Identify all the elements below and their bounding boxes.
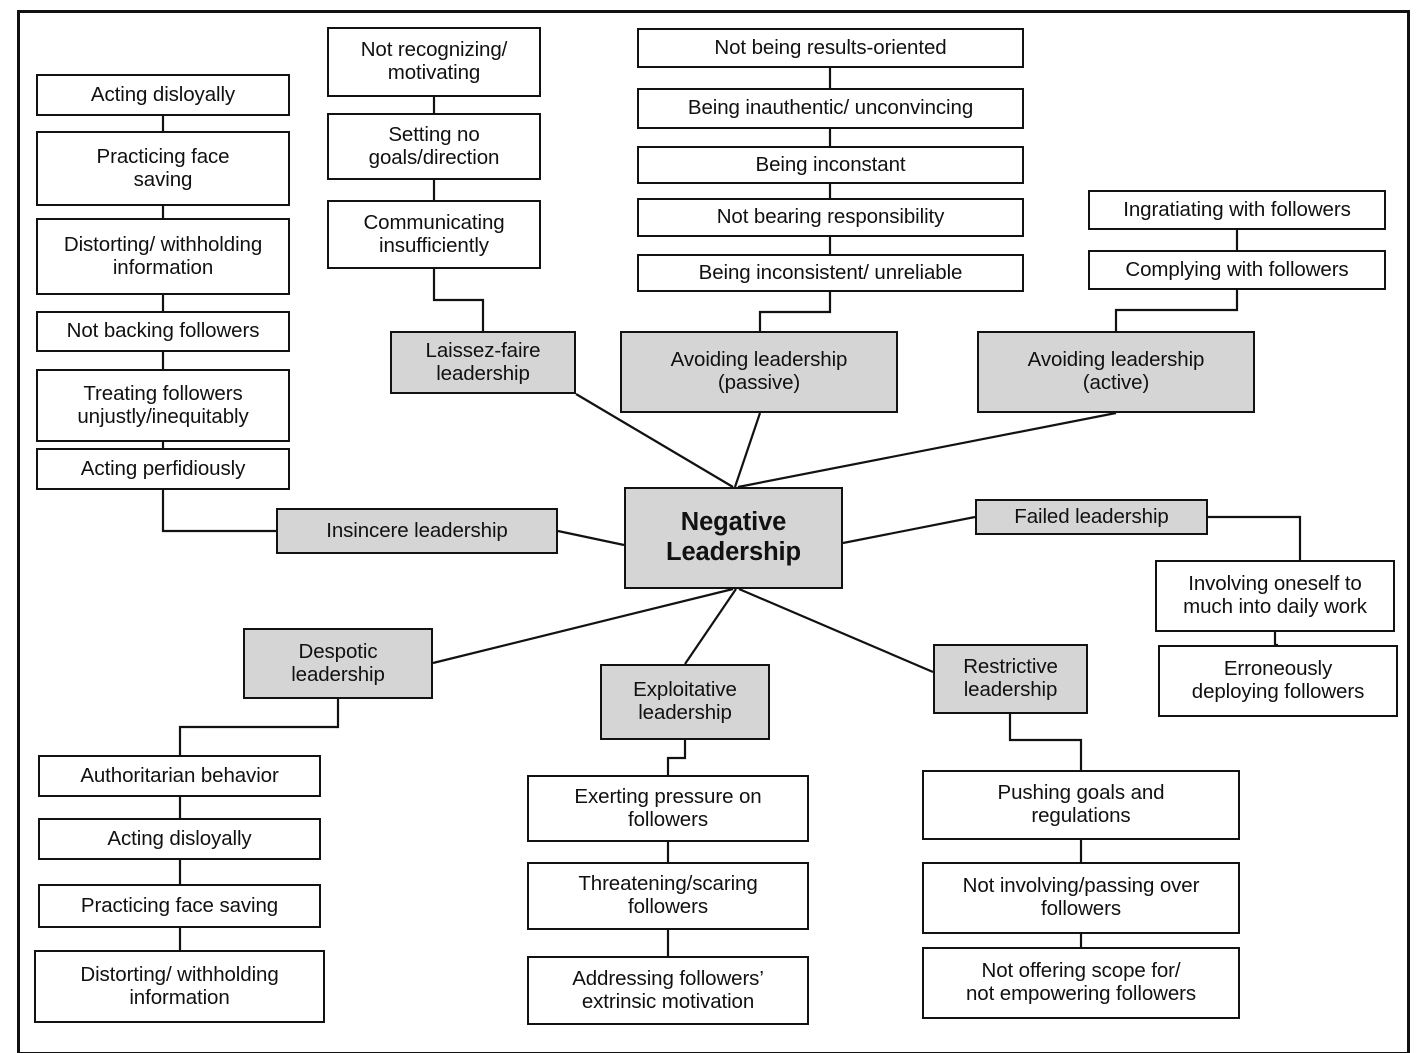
behavior-node[interactable]: Complying with followers — [1088, 250, 1386, 290]
node-label: Being inconsistent/ unreliable — [698, 260, 963, 284]
node-label: Communicating insufficiently — [363, 210, 505, 257]
node-label: Not offering scope for/ not empowering f… — [965, 959, 1197, 1005]
node-label: Distorting/ withholding information — [80, 962, 279, 1009]
category-label: Exploitative leadership — [633, 678, 737, 724]
category-label: Despotic leadership — [291, 639, 385, 686]
node-label: Acting disloyally — [90, 82, 236, 106]
behavior-node[interactable]: Treating followers unjustly/inequitably — [36, 369, 290, 442]
category-label: Avoiding leadership (passive) — [670, 348, 848, 394]
behavior-node[interactable]: Authoritarian behavior — [38, 755, 321, 797]
behavior-node[interactable]: Acting perfidiously — [36, 448, 290, 490]
behavior-node[interactable]: Threatening/scaring followers — [527, 862, 809, 930]
behavior-node[interactable]: Not being results-oriented — [637, 28, 1024, 68]
behavior-node[interactable]: Not backing followers — [36, 311, 290, 352]
behavior-node[interactable]: Being inauthentic/ unconvincing — [637, 88, 1024, 129]
node-label: Setting no goals/direction — [368, 122, 500, 169]
behavior-node[interactable]: Distorting/ withholding information — [36, 218, 290, 295]
behavior-node[interactable]: Setting no goals/direction — [327, 113, 541, 180]
behavior-node[interactable]: Ingratiating with followers — [1088, 190, 1386, 230]
behavior-node[interactable]: Acting disloyally — [36, 74, 290, 116]
behavior-node[interactable]: Not recognizing/ motivating — [327, 27, 541, 97]
category-label: Failed leadership — [1014, 504, 1169, 528]
node-label: Authoritarian behavior — [80, 763, 279, 787]
node-label: Distorting/ withholding information — [63, 232, 263, 279]
category-node-exploitative[interactable]: Exploitative leadership — [600, 664, 770, 740]
behavior-node[interactable]: Not involving/passing over followers — [922, 862, 1240, 934]
behavior-node[interactable]: Pushing goals and regulations — [922, 770, 1240, 840]
behavior-node[interactable]: Exerting pressure on followers — [527, 775, 809, 842]
category-label: Avoiding leadership (active) — [1027, 348, 1205, 394]
node-label: Addressing followers’ extrinsic motivati… — [572, 966, 764, 1013]
node-label: Acting perfidiously — [80, 456, 246, 480]
node-label: Ingratiating with followers — [1123, 197, 1351, 221]
category-node-failed[interactable]: Failed leadership — [975, 499, 1208, 535]
category-label: Laissez-faire leadership — [425, 338, 541, 385]
category-node-avoiding-passive[interactable]: Avoiding leadership (passive) — [620, 331, 898, 413]
node-label: Treating followers unjustly/inequitably — [77, 381, 249, 428]
behavior-node[interactable]: Acting disloyally — [38, 818, 321, 860]
node-label: Acting disloyally — [107, 826, 252, 850]
node-label: Erroneously deploying followers — [1191, 657, 1365, 703]
behavior-node[interactable]: Involving oneself to much into daily wor… — [1155, 560, 1395, 632]
node-label: Not bearing responsibility — [716, 205, 945, 229]
root-node-negative-leadership[interactable]: Negative Leadership — [624, 487, 843, 589]
category-node-insincere[interactable]: Insincere leadership — [276, 508, 558, 554]
category-node-avoiding-active[interactable]: Avoiding leadership (active) — [977, 331, 1255, 413]
behavior-node[interactable]: Distorting/ withholding information — [34, 950, 325, 1023]
behavior-node[interactable]: Being inconsistent/ unreliable — [637, 254, 1024, 292]
node-label: Complying with followers — [1125, 257, 1349, 281]
node-label: Threatening/scaring followers — [578, 872, 758, 918]
node-label: Involving oneself to much into daily wor… — [1183, 572, 1367, 618]
behavior-node[interactable]: Communicating insufficiently — [327, 200, 541, 269]
node-label: Practicing face saving — [80, 893, 279, 917]
category-node-despotic[interactable]: Despotic leadership — [243, 628, 433, 699]
behavior-node[interactable]: Not offering scope for/ not empowering f… — [922, 947, 1240, 1019]
category-label: Insincere leadership — [326, 518, 508, 542]
behavior-node[interactable]: Erroneously deploying followers — [1158, 645, 1398, 717]
behavior-node[interactable]: Addressing followers’ extrinsic motivati… — [527, 956, 809, 1025]
node-label: Being inconstant — [755, 152, 906, 176]
node-label: Exerting pressure on followers — [574, 784, 762, 831]
behavior-node[interactable]: Practicing face saving — [36, 131, 290, 206]
node-label: Pushing goals and regulations — [997, 781, 1165, 827]
node-label: Not involving/passing over followers — [962, 874, 1200, 920]
node-label: Practicing face saving — [96, 144, 230, 191]
node-label: Not backing followers — [66, 319, 260, 343]
behavior-node[interactable]: Practicing face saving — [38, 884, 321, 928]
node-label: Not recognizing/ motivating — [360, 38, 508, 84]
behavior-node[interactable]: Being inconstant — [637, 146, 1024, 184]
category-node-restrictive[interactable]: Restrictive leadership — [933, 644, 1088, 714]
root-label: Negative Leadership — [665, 508, 802, 566]
category-node-laissez-faire[interactable]: Laissez-faire leadership — [390, 331, 576, 394]
node-label: Not being results-oriented — [714, 35, 947, 59]
node-label: Being inauthentic/ unconvincing — [687, 96, 974, 120]
behavior-node[interactable]: Not bearing responsibility — [637, 198, 1024, 237]
category-label: Restrictive leadership — [963, 655, 1058, 701]
